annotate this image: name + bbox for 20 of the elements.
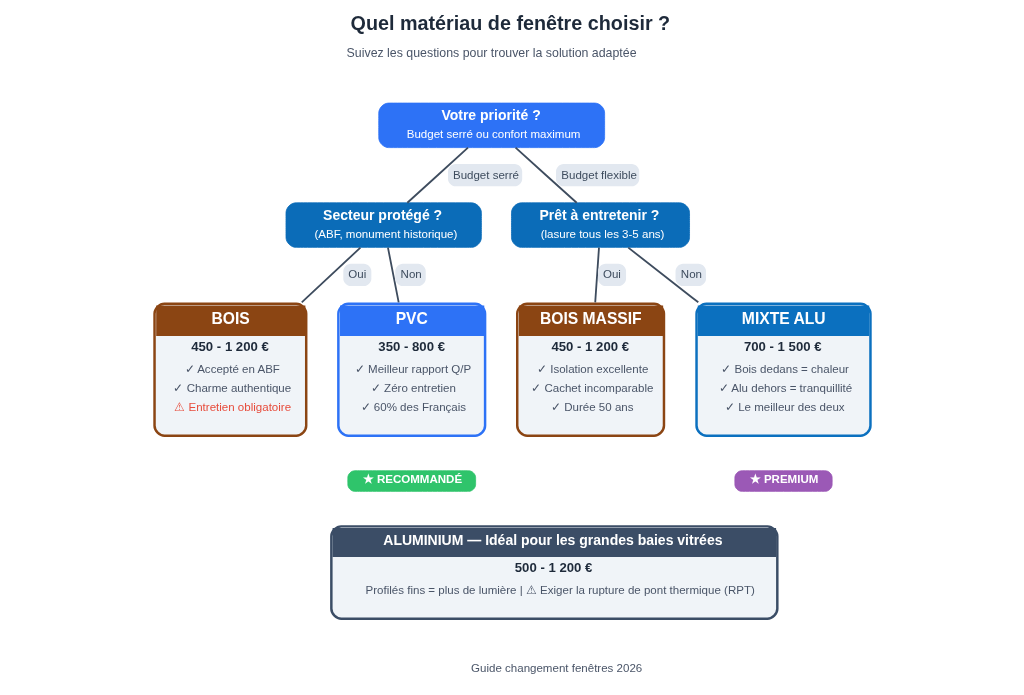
diagram-title: Quel matériau de fenêtre choisir ? <box>350 11 670 34</box>
edge-label: Budget flexible <box>560 168 637 181</box>
connector <box>405 146 469 204</box>
node-box: Votre priorité ? Budget serré ou confort maximum <box>377 102 605 148</box>
connector <box>626 246 699 304</box>
connector <box>300 246 361 304</box>
node-box: ★ RECOMMANDÉ <box>346 470 476 492</box>
node-box: Secteur protégé ? (ABF, monument historique) <box>285 202 482 248</box>
connector <box>386 246 400 304</box>
node-box: Prêt à entretenir ? (lasure tous les 3-5 ans) <box>510 202 690 248</box>
connector <box>593 246 600 304</box>
edge-label: Budget serré <box>452 168 519 181</box>
edge-label: Oui <box>602 268 621 281</box>
edge-label: Oui <box>347 268 366 281</box>
connector <box>514 146 578 204</box>
caption: Guide changement fenêtres 2026 <box>470 661 642 674</box>
label: Suivez les questions pour trouver la solution adaptée <box>346 46 637 61</box>
edge-label: Non <box>680 268 702 281</box>
edge-label: Non <box>400 268 422 281</box>
node-box: ★ PREMIUM <box>733 470 833 492</box>
